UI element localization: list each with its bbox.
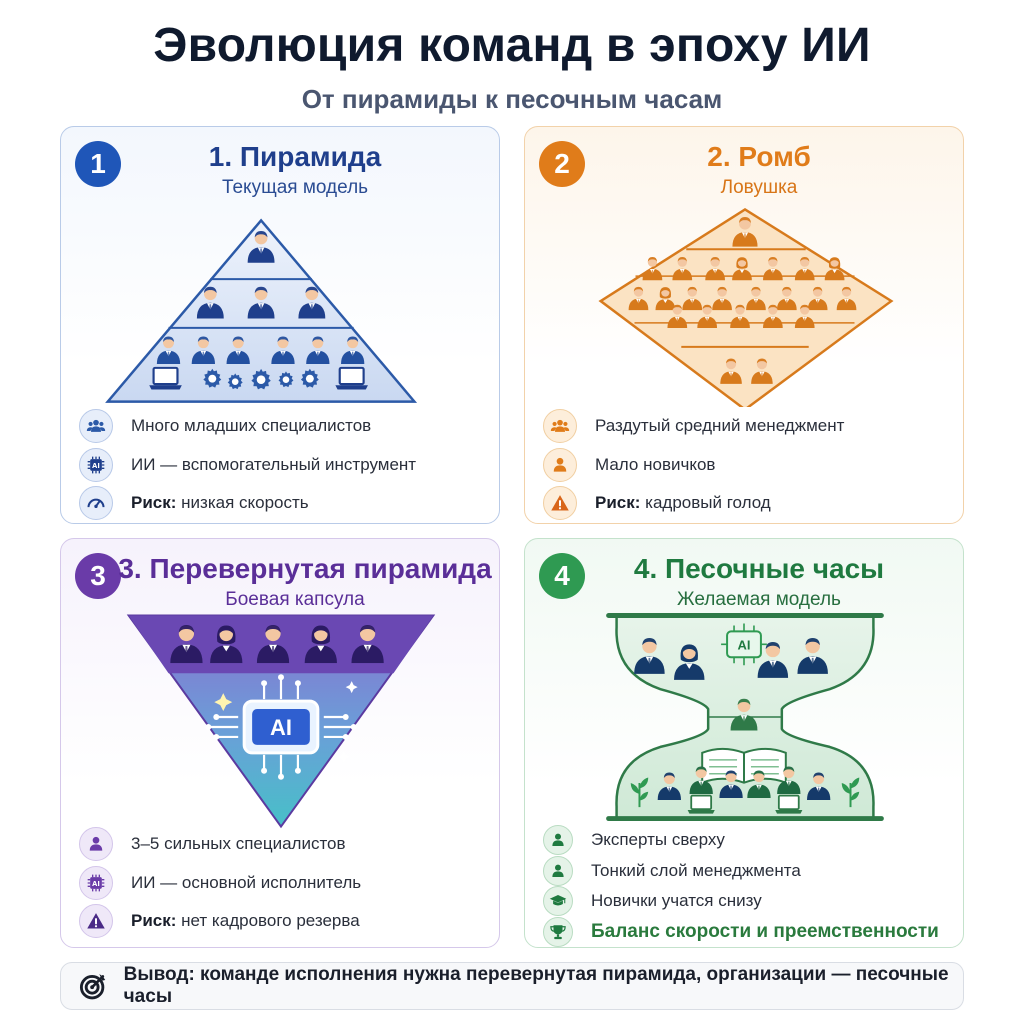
laptop-icon [774, 794, 804, 815]
card-title: 3. Перевернутая пирамида [118, 553, 492, 584]
inverted-pyramid-feature-list: 3–5 сильных специалистов ИИ — основной и… [79, 825, 487, 941]
trophy-icon [543, 916, 573, 947]
graduation-cap-icon [543, 886, 573, 917]
inverted-pyramid-diagram: AI [126, 614, 436, 829]
list-item: Эксперты сверху [543, 825, 951, 856]
list-item-text: Эксперты сверху [591, 830, 725, 850]
list-item: Много младших специалистов [79, 407, 487, 446]
list-item-text: кадровый голод [640, 493, 771, 513]
list-item: Мало новичков [543, 446, 951, 485]
card-number-badge: 4 [539, 553, 585, 599]
list-item: ИИ — вспомогательный инструмент [79, 446, 487, 485]
list-item-text: Тонкий слой менеджмента [591, 860, 801, 880]
list-item: Новички учатся снизу [543, 886, 951, 917]
list-item: Риск: низкая скорость [79, 484, 487, 523]
list-item: Риск: кадровый голод [543, 484, 951, 523]
list-item-text: Мало новичков [595, 454, 716, 474]
warning-icon [543, 486, 577, 521]
people-group-icon [79, 409, 113, 444]
page-subtitle: От пирамиды к песочным часам [301, 84, 723, 114]
conclusion-bar: Вывод: команде исполнения нужна переверн… [60, 962, 964, 1010]
ai-chip-icon [79, 447, 113, 482]
card-subtitle: Желаемая модель [677, 589, 841, 610]
list-item-text: низкая скорость [176, 493, 309, 513]
card-hourglass: 4 4. Песочные часы Желаемая модель AI [524, 538, 964, 948]
list-item: Риск: нет кадрового резерва [79, 902, 487, 941]
book-icon [701, 747, 787, 785]
ai-chip-icon: AI [205, 674, 357, 780]
hourglass-feature-list: Эксперты сверху Тонкий слой менеджмента … [543, 825, 951, 947]
laptop-icon [334, 366, 369, 391]
pyramid-diagram [105, 218, 418, 403]
target-icon [79, 971, 108, 1001]
card-title: 2. Ромб [707, 141, 811, 172]
card-inverted-pyramid: 3 3. Перевернутая пирамида Боевая капсул… [60, 538, 500, 948]
laptop-icon [148, 366, 183, 391]
list-item-text: ИИ — вспомогательный инструмент [131, 454, 417, 474]
ai-chip-icon [79, 865, 113, 900]
laptop-icon [686, 794, 716, 815]
people-group-icon [543, 409, 577, 444]
diamond-diagram [598, 207, 894, 407]
list-item: 3–5 сильных специалистов [79, 825, 487, 864]
speedometer-icon [79, 486, 113, 521]
card-number-badge: 2 [539, 141, 585, 187]
list-item-text: ИИ — основной исполнитель [131, 872, 362, 892]
card-diamond: 2 2. Ромб Ловушка Раздутый ср [524, 126, 964, 524]
hourglass-diagram: AI [606, 613, 884, 822]
risk-label: Риск: [131, 493, 177, 513]
card-subtitle: Ловушка [720, 177, 798, 198]
page-title: Эволюция команд в эпоху ИИ [153, 19, 871, 72]
diamond-feature-list: Раздутый средний менеджмент Мало новичко… [543, 407, 951, 523]
card-subtitle: Текущая модель [221, 177, 369, 198]
card-title: 1. Пирамида [208, 141, 382, 172]
risk-label: Риск: [595, 493, 641, 513]
ai-label: AI [270, 715, 292, 740]
card-number-badge: 3 [75, 553, 121, 599]
person-icon [543, 447, 577, 482]
person-icon [543, 825, 573, 856]
card-number-badge: 1 [75, 141, 121, 187]
conclusion-text: Вывод: команде исполнения нужна переверн… [123, 964, 949, 1007]
pyramid-feature-list: Много младших специалистов ИИ — вспомога… [79, 407, 487, 523]
ai-label: AI [738, 637, 751, 652]
list-item-text: нет кадрового резерва [176, 911, 360, 931]
list-item-text: Новички учатся снизу [591, 891, 762, 911]
list-item: Тонкий слой менеджмента [543, 855, 951, 887]
ai-chip-icon: AI [721, 623, 767, 666]
person-icon [543, 855, 573, 886]
list-item-text: Баланс скорости и преемственности [591, 920, 939, 942]
list-item: ИИ — основной исполнитель [79, 864, 487, 903]
list-item: Баланс скорости и преемственности [543, 916, 951, 948]
person-icon [79, 827, 113, 862]
list-item-text: Раздутый средний менеджмент [595, 416, 845, 436]
card-subtitle: Боевая капсула [225, 589, 365, 610]
card-pyramid: 1 1. Пирамида Текущая модель Много младш… [60, 126, 500, 524]
warning-icon [79, 904, 113, 939]
card-title: 4. Песочные часы [633, 553, 885, 584]
list-item-text: 3–5 сильных специалистов [131, 834, 346, 854]
risk-label: Риск: [131, 911, 177, 931]
list-item: Раздутый средний менеджмент [543, 407, 951, 446]
list-item-text: Много младших специалистов [131, 416, 372, 436]
